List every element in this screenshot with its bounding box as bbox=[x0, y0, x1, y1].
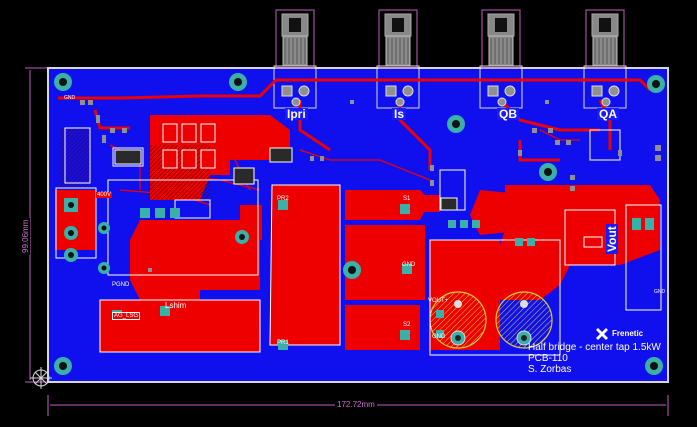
credit-line-1: Half bridge - center tap 1.5kW bbox=[528, 342, 661, 353]
gnd2-label: GND bbox=[432, 334, 446, 340]
pr2-label: PR2 bbox=[277, 196, 289, 202]
ic-chips bbox=[114, 147, 603, 248]
is-label: Is bbox=[392, 107, 407, 121]
pgnd-label: PGND bbox=[112, 282, 130, 288]
gnd-right-label: GND bbox=[654, 289, 666, 295]
pr1-label: PR1 bbox=[277, 340, 289, 346]
bnc-connectors bbox=[273, 9, 627, 109]
v400-label: 400V bbox=[96, 192, 113, 198]
credit-line-2: PCB-110 bbox=[528, 353, 568, 364]
height-dimension: 99.06mm bbox=[21, 217, 30, 255]
width-dimension: 172.72mm bbox=[335, 400, 377, 409]
vout-plus-label: VOUT+ bbox=[428, 298, 449, 304]
frenetic-logo-mark bbox=[596, 328, 608, 340]
transistor-pads bbox=[140, 123, 535, 246]
origin-crosshair bbox=[30, 367, 52, 389]
gnd-top-label: GND bbox=[64, 95, 76, 101]
s2-label: S2 bbox=[403, 322, 411, 328]
qb-label: QB bbox=[497, 107, 519, 121]
bulk-capacitors bbox=[429, 291, 553, 349]
vout-label: Vout bbox=[605, 224, 619, 254]
aggnd-label: AG_LSG bbox=[112, 312, 141, 320]
gnd-label: GND bbox=[402, 262, 416, 268]
frenetic-logo-text: Frenetic bbox=[612, 329, 644, 338]
lshim-label: Lshim bbox=[165, 301, 187, 310]
smd-pads bbox=[80, 100, 661, 272]
qa-label: QA bbox=[597, 107, 619, 121]
mounting-holes bbox=[54, 73, 665, 375]
ipri-label: Ipri bbox=[285, 107, 308, 121]
credit-line-3: S. Zorbas bbox=[528, 364, 572, 375]
s1-label: S1 bbox=[403, 196, 411, 202]
bnc-pads bbox=[281, 85, 620, 107]
